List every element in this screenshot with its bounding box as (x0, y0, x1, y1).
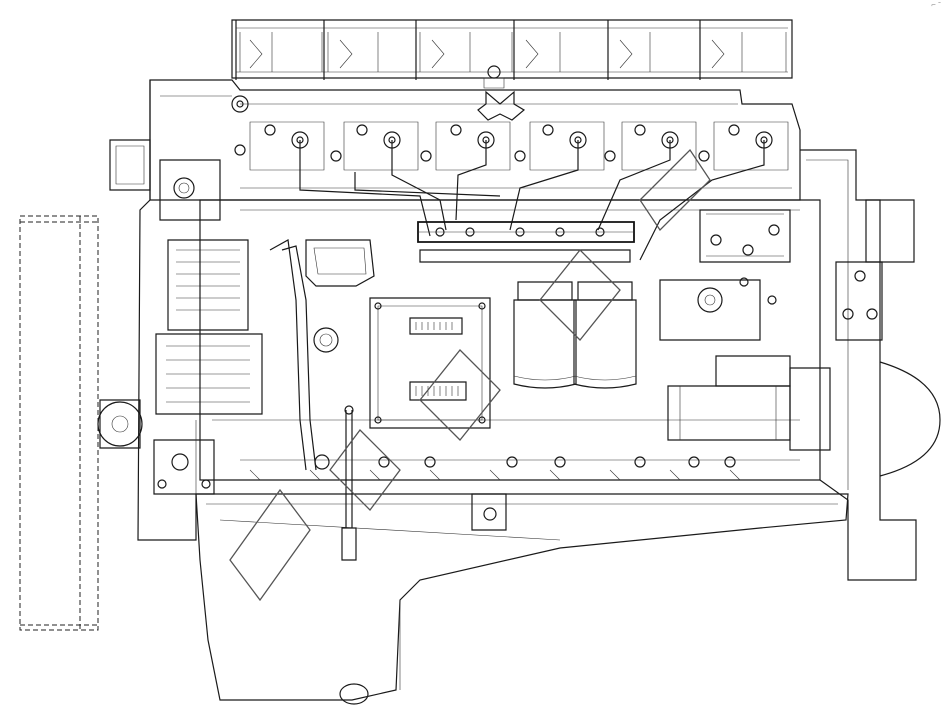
starter-motor (667, 355, 831, 451)
fuel-filter-right (573, 281, 637, 389)
coolant-pipe (269, 239, 317, 471)
dipstick (341, 405, 357, 561)
ecu-module (369, 297, 491, 429)
corner-mark: ⌐ ˜ (931, 2, 941, 9)
cylinder-head (149, 65, 801, 201)
watermark (229, 148, 711, 602)
injector-lines (299, 140, 765, 263)
valve-cover (231, 19, 793, 80)
high-pressure-pump (659, 209, 791, 341)
front-cover (97, 80, 263, 541)
oil-pan (195, 493, 849, 705)
flywheel-housing (800, 149, 941, 581)
fuel-pump-cover (305, 239, 375, 353)
fuel-filter-left (513, 281, 577, 389)
radiator-outline (19, 215, 99, 631)
